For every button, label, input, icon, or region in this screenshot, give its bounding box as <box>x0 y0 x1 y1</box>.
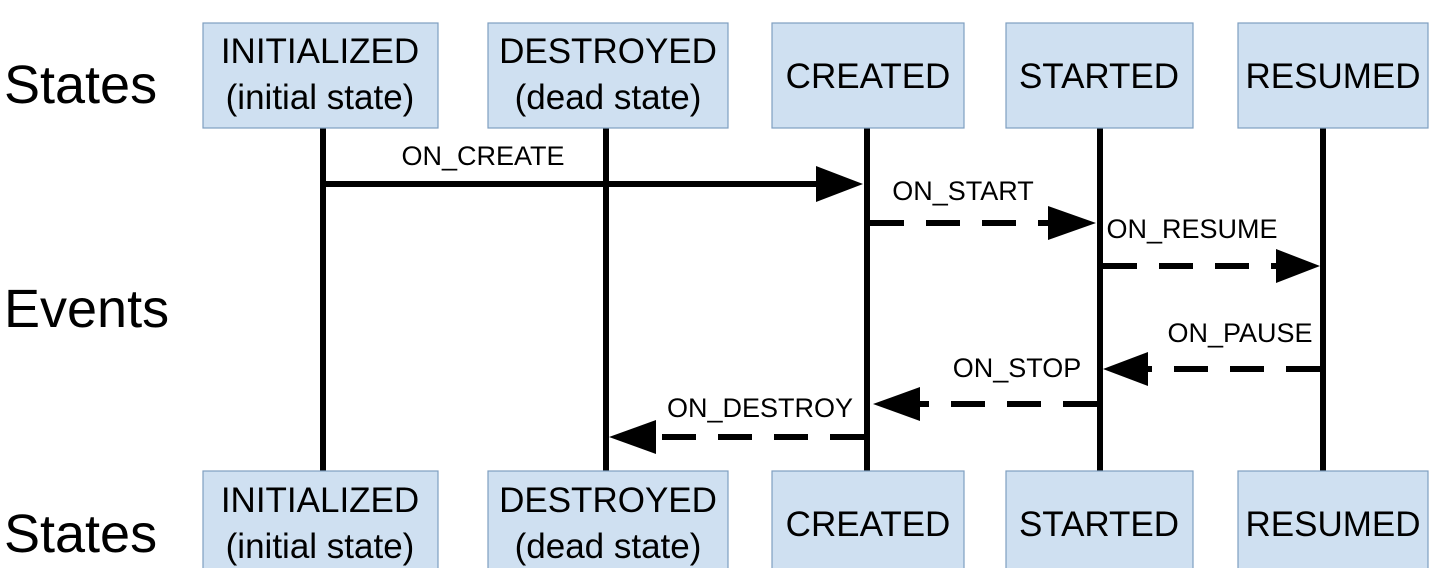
bottom-state-resumed-label: RESUMED <box>1245 505 1420 544</box>
event-on-stop: ON_STOP <box>873 353 1097 421</box>
top-state-destroyed-line1: DESTROYED <box>499 32 717 71</box>
arrowhead-left <box>1103 352 1148 386</box>
bottom-state-started-label: STARTED <box>1019 505 1179 544</box>
bottom-state-created-label: CREATED <box>786 505 951 544</box>
event-label-on-create: ON_CREATE <box>401 141 564 171</box>
event-arrows: ON_CREATE ON_START ON_RESUME ON_PAUSE <box>326 141 1320 454</box>
event-on-create: ON_CREATE <box>326 141 863 202</box>
top-state-resumed: RESUMED <box>1237 22 1429 129</box>
bottom-state-created: CREATED <box>771 470 965 568</box>
top-state-initialized-line2: (initial state) <box>226 78 415 117</box>
row-label-events: Events <box>4 279 169 339</box>
top-state-created: CREATED <box>771 22 965 129</box>
event-label-on-stop: ON_STOP <box>953 353 1082 383</box>
top-state-boxes: INITIALIZED (initial state) DESTROYED (d… <box>202 22 1429 129</box>
event-label-on-resume: ON_RESUME <box>1106 214 1277 244</box>
event-label-on-destroy: ON_DESTROY <box>667 393 853 423</box>
arrowhead-right <box>1276 249 1320 283</box>
bottom-state-destroyed-line2: (dead state) <box>515 527 702 566</box>
event-on-pause: ON_PAUSE <box>1103 318 1320 386</box>
row-label-top-states: States <box>4 55 157 115</box>
top-state-started: STARTED <box>1005 22 1194 129</box>
arrowhead-left <box>609 420 656 454</box>
top-state-initialized-line1: INITIALIZED <box>221 32 419 71</box>
top-state-destroyed-line2: (dead state) <box>515 78 702 117</box>
top-state-started-label: STARTED <box>1019 57 1179 96</box>
arrowhead-left <box>873 387 920 421</box>
top-state-destroyed: DESTROYED (dead state) <box>487 22 729 129</box>
top-state-resumed-label: RESUMED <box>1245 57 1420 96</box>
arrowhead-right <box>816 166 863 202</box>
bottom-state-boxes: INITIALIZED (initial state) DESTROYED (d… <box>202 470 1429 568</box>
arrowhead-right <box>1048 206 1096 240</box>
bottom-state-destroyed: DESTROYED (dead state) <box>487 470 729 568</box>
event-on-destroy: ON_DESTROY <box>609 393 864 454</box>
event-on-resume: ON_RESUME <box>1103 214 1320 283</box>
bottom-state-destroyed-line1: DESTROYED <box>499 481 717 520</box>
bottom-state-resumed: RESUMED <box>1237 470 1429 568</box>
event-label-on-start: ON_START <box>892 176 1034 206</box>
event-on-start: ON_START <box>870 176 1096 240</box>
bottom-state-started: STARTED <box>1005 470 1194 568</box>
top-state-created-label: CREATED <box>786 57 951 96</box>
bottom-state-initialized: INITIALIZED (initial state) <box>202 470 439 568</box>
row-label-bottom-states: States <box>4 504 157 564</box>
bottom-state-initialized-line2: (initial state) <box>226 527 415 566</box>
event-label-on-pause: ON_PAUSE <box>1167 318 1312 348</box>
top-state-initialized: INITIALIZED (initial state) <box>202 22 439 129</box>
bottom-state-initialized-line1: INITIALIZED <box>221 481 419 520</box>
